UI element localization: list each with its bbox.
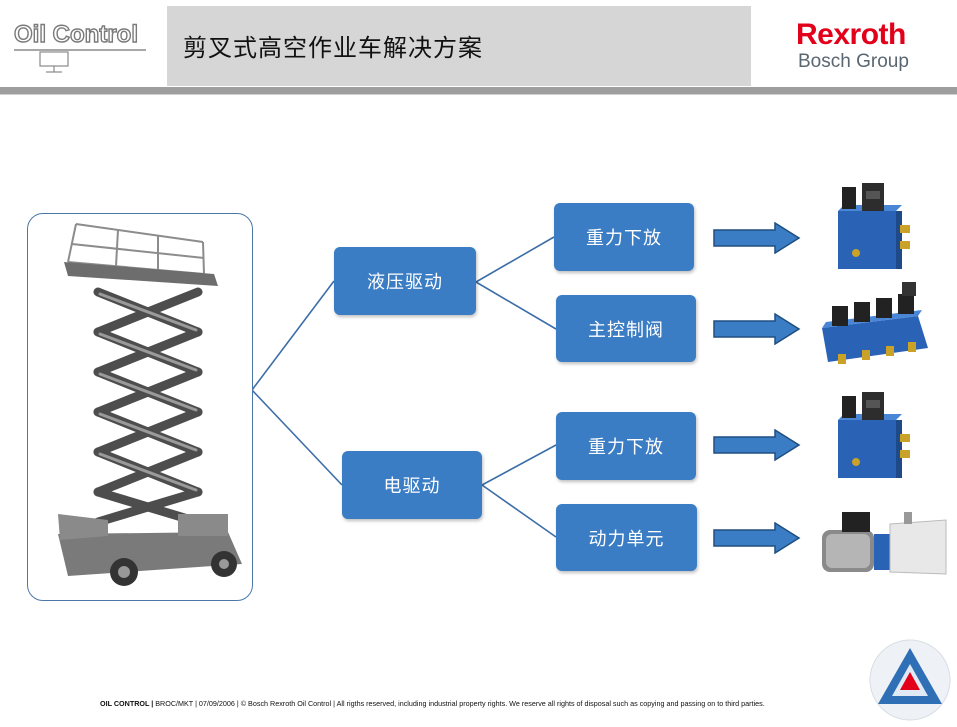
- title-band: [167, 6, 751, 86]
- electric-drive-box: 电驱动: [342, 451, 482, 519]
- arrow-right-icon: [713, 222, 801, 254]
- hydraulic-drive-box: 液压驱动: [334, 247, 476, 315]
- power-unit-box: 动力单元: [556, 504, 697, 571]
- brand-name: Rexroth: [796, 18, 906, 51]
- rexroth-logo: Rexroth Bosch Group: [796, 20, 909, 74]
- main-control-valve-box: 主控制阀: [556, 295, 696, 362]
- gravity-lowering-valve-image: [838, 392, 910, 478]
- arrow-right-icon: [713, 429, 801, 461]
- header: Oil Control 剪叉式高空作业车解决方案 Rexroth Bosch G…: [0, 0, 957, 88]
- power-unit-image: [822, 512, 947, 575]
- main-control-valve-image: [822, 282, 928, 364]
- header-divider: [0, 87, 957, 94]
- brand-group: Bosch Group: [798, 51, 909, 72]
- gravity-lowering-valve-image: [838, 183, 910, 269]
- gravity-lowering-box-2: 重力下放: [556, 412, 696, 480]
- connector-line: [481, 444, 557, 486]
- connector-line: [251, 280, 335, 391]
- scissor-lift-image: [58, 223, 242, 586]
- arrow-right-icon: [713, 313, 801, 345]
- rexroth-values-triangle-logo: [869, 639, 951, 721]
- gravity-lowering-box-1: 重力下放: [554, 203, 694, 271]
- footer-copyright: OIL CONTROL | BROC/MKT | 07/09/2006 | © …: [100, 699, 780, 709]
- connector-line: [475, 236, 555, 283]
- header-divider-light: [0, 94, 957, 95]
- oil-control-logo: Oil Control: [10, 16, 150, 76]
- connector-line: [481, 484, 557, 538]
- arrow-right-icon: [713, 522, 801, 554]
- footer-text: BROC/MKT | 07/09/2006 | © Bosch Rexroth …: [153, 699, 765, 708]
- connector-line: [251, 389, 343, 486]
- page-title: 剪叉式高空作业车解决方案: [183, 34, 483, 62]
- footer-company: OIL CONTROL |: [100, 699, 154, 708]
- connector-line: [475, 281, 557, 330]
- oil-control-logo-text: Oil Control: [14, 21, 138, 48]
- scissor-lift-image-frame: [27, 213, 253, 601]
